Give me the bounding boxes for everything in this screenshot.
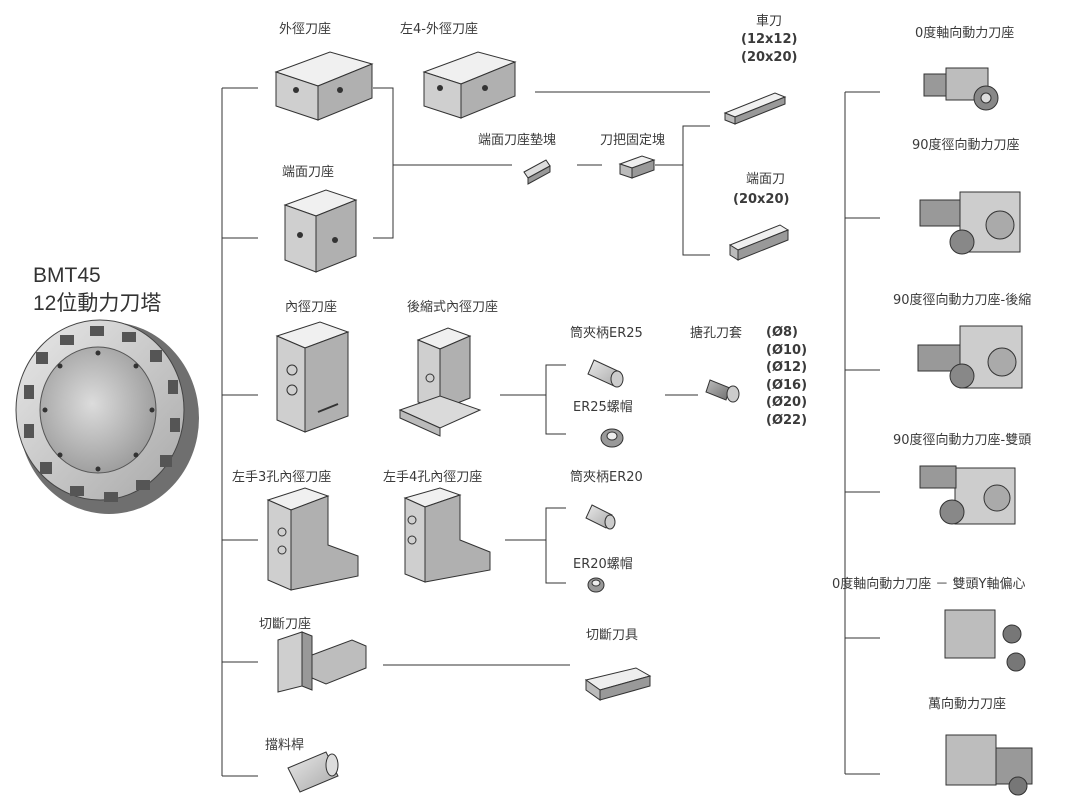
nut-er20-icon xyxy=(587,577,605,593)
label-nut-er25: ER25螺帽 xyxy=(573,400,633,415)
boring-size: (Ø12) xyxy=(766,360,808,376)
label-live-tool-universal: 萬向動力刀座 xyxy=(928,697,1007,712)
label-face-holder: 端面刀座 xyxy=(282,165,335,180)
turning-tool-icon xyxy=(723,92,787,125)
live-tool-0deg-icon xyxy=(923,67,999,111)
boring-sleeve-icon xyxy=(705,379,740,403)
face-tool-icon xyxy=(728,224,790,261)
nut-er25-icon xyxy=(600,428,624,448)
label-id-holder: 內徑刀座 xyxy=(285,300,338,315)
boring-size: (Ø8) xyxy=(766,325,798,340)
od-holder-icon xyxy=(274,51,374,121)
label-nut-er20: ER20螺帽 xyxy=(573,557,633,572)
collet-er25-icon xyxy=(587,359,624,388)
label-cutoff-holder: 切斷刀座 xyxy=(259,617,312,632)
label-id-rear-holder: 後縮式內徑刀座 xyxy=(407,300,499,315)
label-turning-size2: (20x20) xyxy=(741,50,798,65)
label-face-tool-size: (20x20) xyxy=(733,192,790,207)
label-live-tool-0deg-double-y: 0度軸向動力刀座 － 雙頭Y軸偏心 xyxy=(832,577,1026,592)
label-live-tool-0deg: 0度軸向動力刀座 xyxy=(915,26,1015,41)
label-turning-tool: 車刀 xyxy=(756,14,783,29)
label-collet-er25: 筒夾柄ER25 xyxy=(570,326,643,341)
label-live-tool-90deg-rear: 90度徑向動力刀座-後縮 xyxy=(893,293,1032,308)
live-tool-universal-icon xyxy=(945,734,1033,796)
label-od-holder: 外徑刀座 xyxy=(279,22,332,37)
label-live-tool-90deg: 90度徑向動力刀座 xyxy=(912,138,1020,153)
label-face-spacer: 端面刀座墊塊 xyxy=(478,133,557,148)
label-live-tool-90deg-double: 90度徑向動力刀座-雙頭 xyxy=(893,433,1032,448)
label-shank-clamp: 刀把固定塊 xyxy=(600,133,666,148)
label-turning-size1: (12x12) xyxy=(741,32,798,47)
label-boring-sleeve: 搪孔刀套 xyxy=(690,326,743,341)
label-id-left3-holder: 左手3孔內徑刀座 xyxy=(232,470,332,485)
collet-er20-icon xyxy=(585,504,616,530)
od-left4-holder-icon xyxy=(422,51,517,119)
label-face-tool: 端面刀 xyxy=(746,172,786,187)
turret-model: BMT45 xyxy=(33,264,101,287)
label-od-left4-holder: 左4-外徑刀座 xyxy=(400,22,478,37)
label-collet-er20: 筒夾柄ER20 xyxy=(570,470,643,485)
live-tool-0deg-double-y-icon xyxy=(944,609,1026,672)
cutoff-holder-icon xyxy=(277,631,367,693)
label-id-left4-holder: 左手4孔內徑刀座 xyxy=(383,470,483,485)
boring-size: (Ø10) xyxy=(766,342,808,358)
turret-illustration xyxy=(15,319,199,514)
live-tool-90deg-icon xyxy=(919,191,1021,255)
cutoff-tool-icon xyxy=(584,667,652,701)
turret-description: 12位動力刀塔 xyxy=(33,292,162,315)
live-tool-90deg-double-icon xyxy=(919,465,1016,525)
label-cutoff-tool: 切斷刀具 xyxy=(586,628,639,643)
id-left4-holder-icon xyxy=(403,487,491,583)
face-holder-icon xyxy=(283,189,358,273)
turret-title: BMT45 12位動力刀塔 xyxy=(33,262,161,318)
boring-size: (Ø22) xyxy=(766,412,808,428)
connector-lines xyxy=(221,87,880,777)
shank-clamp-icon xyxy=(618,155,656,179)
id-rear-holder-icon xyxy=(398,327,482,437)
bar-stop-icon xyxy=(287,751,339,793)
live-tool-90deg-rear-icon xyxy=(917,325,1023,389)
boring-size-list: (Ø8) (Ø10) (Ø12) (Ø16) (Ø20) (Ø22) xyxy=(766,324,807,430)
id-holder-icon xyxy=(275,321,350,433)
label-bar-stop: 擋料桿 xyxy=(265,738,305,753)
face-spacer-icon xyxy=(523,159,551,185)
id-left3-holder-icon xyxy=(266,487,359,591)
boring-size: (Ø16) xyxy=(766,377,808,393)
boring-size: (Ø20) xyxy=(766,395,808,411)
